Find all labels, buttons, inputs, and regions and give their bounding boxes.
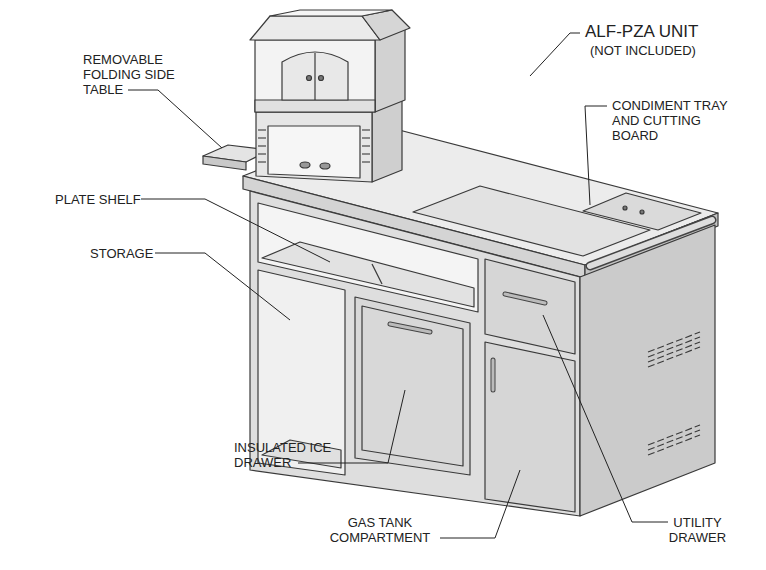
ice-drawer-panel: [362, 306, 463, 466]
oven-roof-front: [250, 16, 380, 40]
part-label: REMOVABLE FOLDING SIDE TABLE: [83, 52, 183, 97]
side-rail: [590, 220, 712, 266]
tray-knob: [640, 210, 644, 214]
part-label: GAS TANK COMPARTMENT: [325, 515, 435, 545]
gas-tank-door: [485, 342, 575, 512]
stand-opening: [268, 126, 360, 178]
condiment-tray: [583, 193, 701, 230]
cutting-board: [413, 186, 650, 256]
side-table-edge: [203, 156, 246, 170]
side-face: [580, 225, 715, 516]
oven-door: [282, 52, 348, 100]
part-label: PLATE SHELF: [55, 192, 141, 207]
door-handle: [491, 360, 496, 390]
oven-door-knob: [307, 76, 312, 81]
part-label: ALF-PZA UNIT: [585, 22, 698, 42]
drawer-handle: [505, 294, 545, 303]
part-label: CONDIMENT TRAY AND CUTTING BOARD: [612, 98, 737, 143]
oven-front: [255, 40, 375, 112]
shelf-seam: [372, 264, 382, 284]
stand-side: [372, 100, 402, 182]
part-label: INSULATED ICE DRAWER: [234, 440, 344, 470]
ice-drawer: [355, 297, 470, 475]
oven-door-split: [314, 53, 315, 100]
oven-roof-top: [270, 10, 392, 16]
utility-drawer: [485, 259, 575, 354]
control-knob: [320, 163, 330, 169]
drawer-handle: [390, 324, 430, 332]
control-knob: [300, 162, 310, 168]
part-label: STORAGE: [90, 246, 153, 261]
oven-lip: [255, 100, 375, 112]
tray-knob: [623, 206, 627, 210]
oven-door-knob: [319, 76, 324, 81]
side-vents: [648, 332, 700, 455]
leader-lines: [128, 33, 668, 538]
part-label: UTILITY DRAWER: [660, 515, 735, 545]
stand-front: [256, 112, 372, 182]
part-label: (NOT INCLUDED): [590, 43, 696, 58]
